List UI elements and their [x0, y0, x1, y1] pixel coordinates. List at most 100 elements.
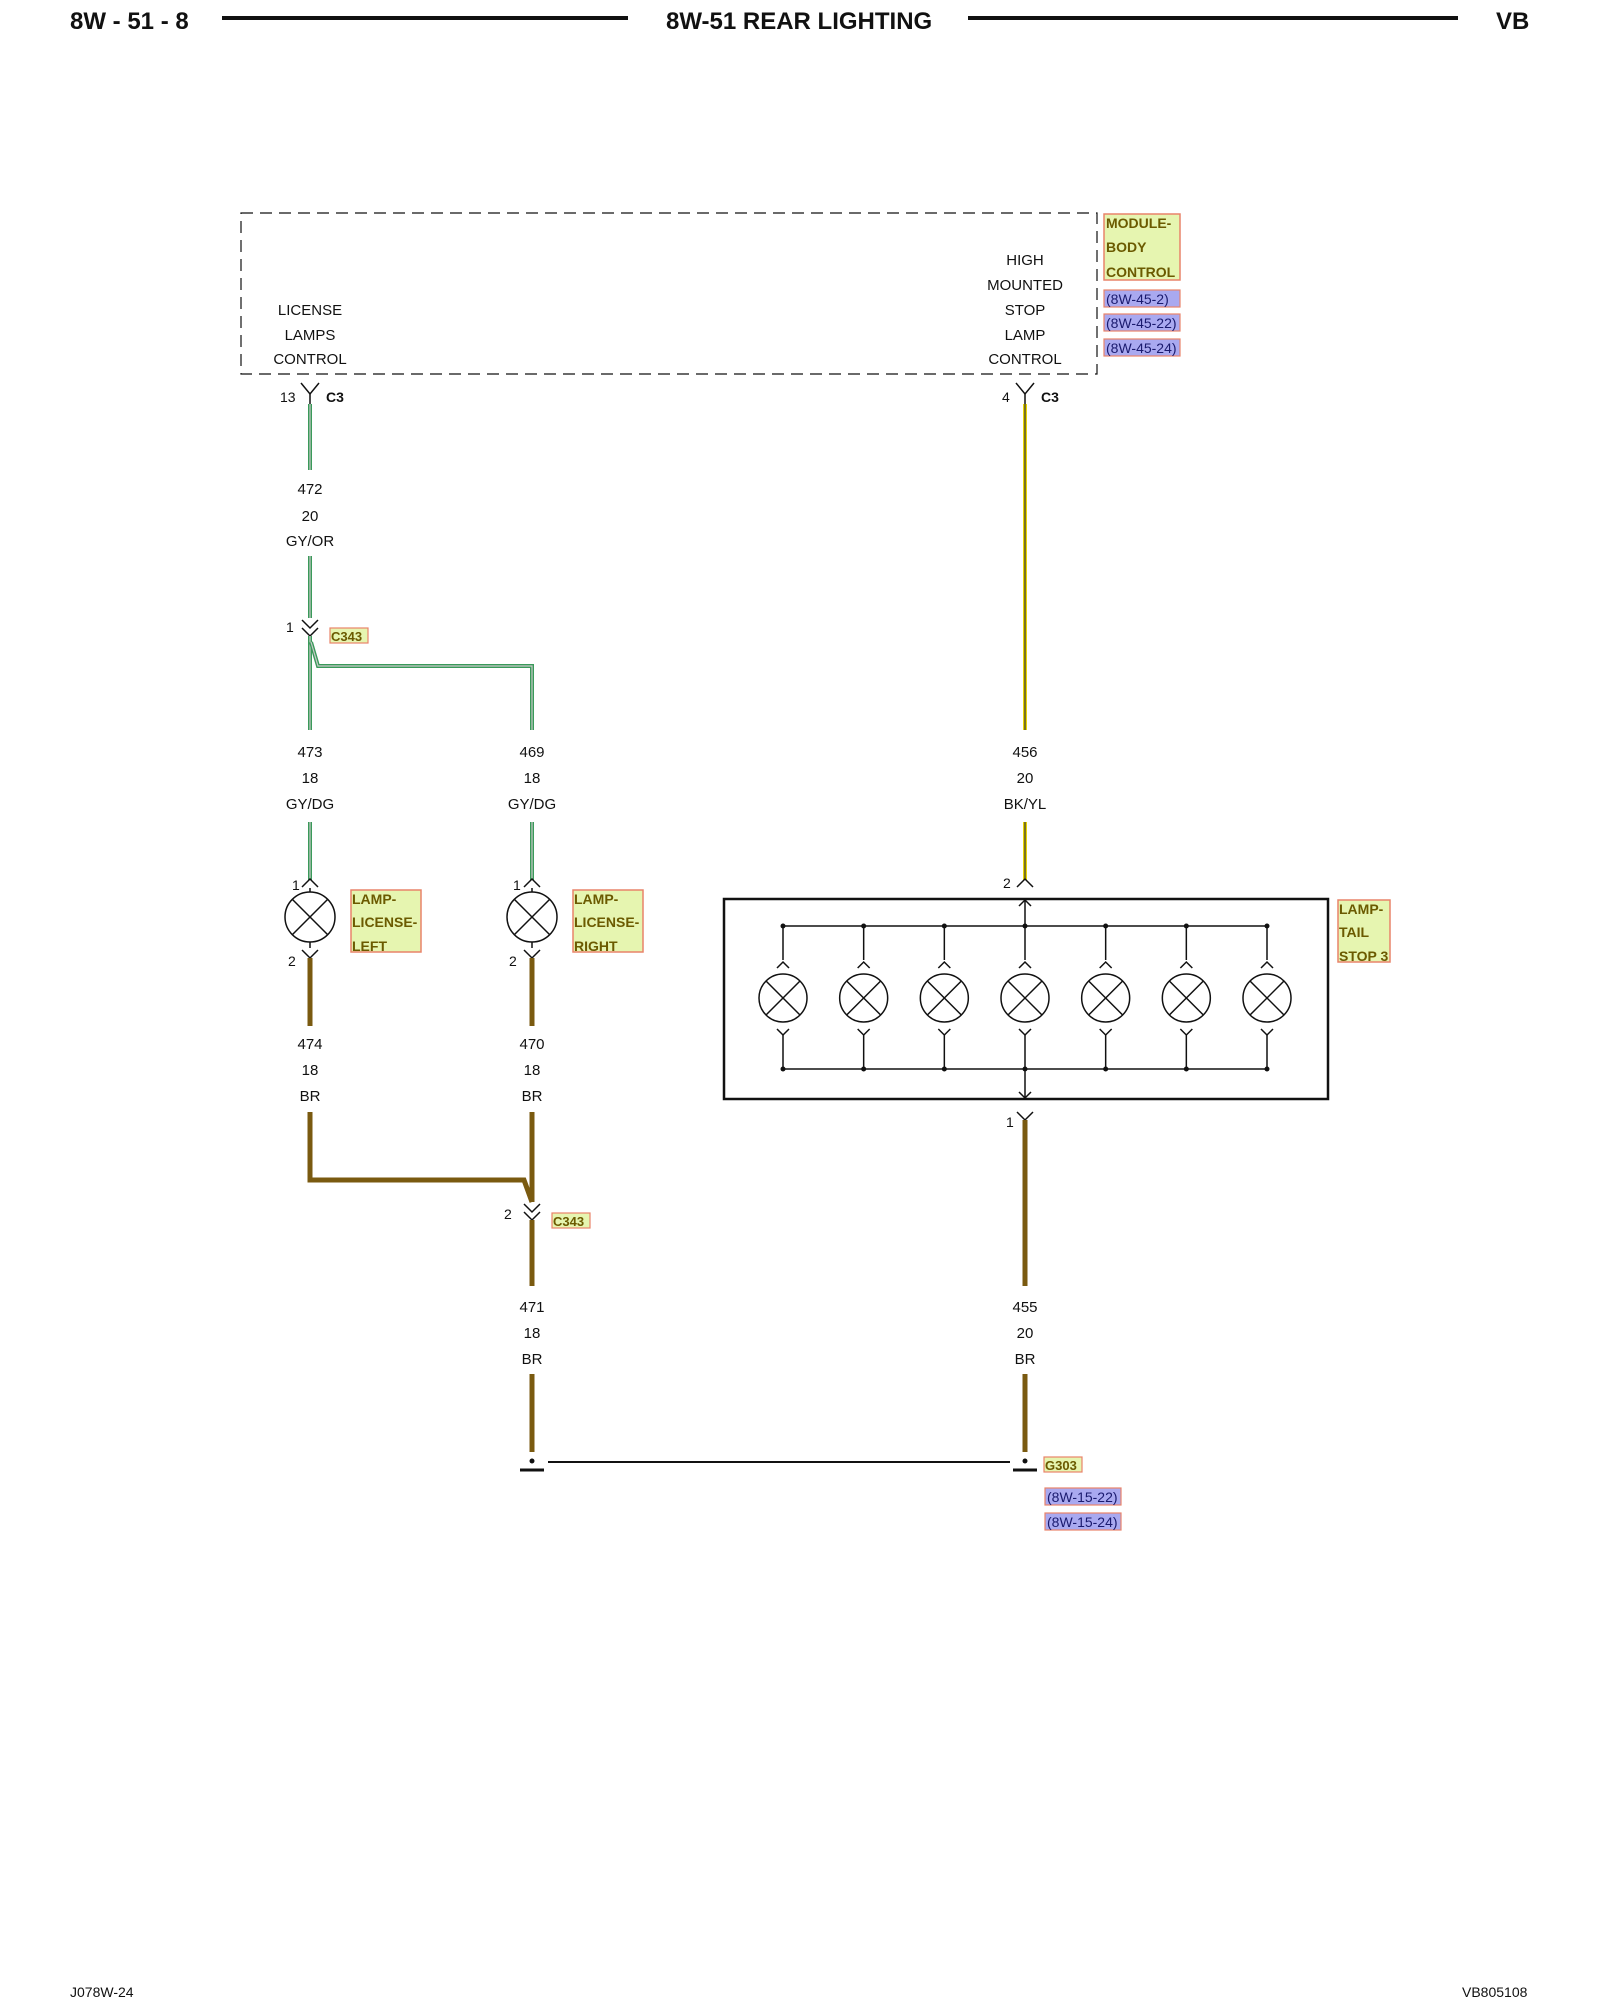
chmsl-bulb	[919, 923, 970, 1072]
module-left-function-label: LICENSE LAMPS CONTROL	[273, 302, 346, 368]
svg-text:STOP 3: STOP 3	[1339, 948, 1389, 964]
svg-text:474: 474	[297, 1036, 322, 1053]
chmsl-bulb	[1000, 923, 1050, 1072]
svg-text:18: 18	[524, 770, 541, 787]
svg-text:470: 470	[519, 1036, 544, 1053]
chmsl-bulb	[1080, 923, 1131, 1072]
wire-469-label: 469 18 GY/DG	[508, 744, 556, 813]
c343-top-connector: 1	[286, 619, 319, 638]
module-right-function-label: HIGH MOUNTED STOP LAMP CONTROL	[987, 252, 1063, 368]
svg-text:1: 1	[513, 877, 521, 893]
svg-text:MOUNTED: MOUNTED	[987, 277, 1063, 294]
lamp-license-left-tag: LAMP- LICENSE- LEFT	[350, 889, 422, 954]
c343-bottom-tag[interactable]: C343	[551, 1212, 591, 1229]
svg-text:LICENSE-: LICENSE-	[574, 914, 640, 930]
c343-top-tag[interactable]: C343	[329, 627, 369, 644]
svg-text:455: 455	[1012, 1299, 1037, 1316]
svg-text:GY/OR: GY/OR	[286, 533, 335, 550]
svg-text:20: 20	[302, 508, 319, 525]
svg-text:LAMP: LAMP	[1005, 327, 1046, 344]
vehicle-code: VB	[1496, 8, 1530, 35]
module-ref-8w-45-24[interactable]: (8W-45-24)	[1103, 338, 1181, 357]
wire-469	[309, 641, 534, 880]
svg-text:LEFT: LEFT	[352, 938, 387, 954]
wire-472-label: 472 20 GY/OR	[286, 481, 335, 550]
lamp-tail-stop-3-tag: LAMP- TAIL STOP 3	[1337, 899, 1391, 964]
svg-text:GY/DG: GY/DG	[508, 796, 556, 813]
svg-text:RIGHT: RIGHT	[574, 938, 618, 954]
wire-474	[307, 958, 535, 1203]
ground-ref-8w-15-24[interactable]: (8W-15-24)	[1044, 1512, 1122, 1531]
svg-text:STOP: STOP	[1005, 302, 1046, 319]
footer-left-code: J078W-24	[70, 1984, 134, 2000]
svg-text:2: 2	[504, 1206, 512, 1222]
svg-text:CONTROL: CONTROL	[988, 351, 1061, 368]
svg-text:C3: C3	[1041, 389, 1059, 405]
svg-text:LICENSE-: LICENSE-	[352, 914, 418, 930]
svg-text:HIGH: HIGH	[1006, 252, 1044, 269]
svg-text:G303: G303	[1045, 1458, 1077, 1473]
svg-text:2: 2	[288, 953, 296, 969]
svg-text:CONTROL: CONTROL	[273, 351, 346, 368]
svg-text:GY/DG: GY/DG	[286, 796, 334, 813]
svg-text:MODULE-: MODULE-	[1106, 215, 1172, 231]
svg-text:(8W-45-2): (8W-45-2)	[1106, 291, 1169, 307]
svg-text:(8W-15-24): (8W-15-24)	[1047, 1514, 1118, 1530]
wire-456-label: 456 20 BK/YL	[1004, 744, 1047, 813]
lamp-license-right-tag: LAMP- LICENSE- RIGHT	[572, 889, 644, 954]
svg-text:CONTROL: CONTROL	[1106, 264, 1176, 280]
svg-text:471: 471	[519, 1299, 544, 1316]
svg-text:18: 18	[302, 770, 319, 787]
chmsl-bulb	[838, 923, 889, 1072]
svg-text:LAMP-: LAMP-	[1339, 901, 1384, 917]
ground-ref-8w-15-22[interactable]: (8W-15-22)	[1044, 1487, 1122, 1506]
wire-474-label: 474 18 BR	[297, 1036, 322, 1105]
svg-text:C343: C343	[331, 629, 362, 644]
chmsl-bulb	[1242, 923, 1292, 1072]
svg-text:18: 18	[524, 1062, 541, 1079]
module-ref-8w-45-22[interactable]: (8W-45-22)	[1103, 313, 1181, 332]
module-ref-8w-45-2[interactable]: (8W-45-2)	[1103, 289, 1181, 308]
svg-text:473: 473	[297, 744, 322, 761]
c343-bottom-connector: 2	[504, 1203, 541, 1222]
svg-text:LAMP-: LAMP-	[574, 891, 619, 907]
svg-text:2: 2	[1003, 875, 1011, 891]
svg-text:BR: BR	[522, 1351, 543, 1368]
svg-text:1: 1	[1006, 1114, 1014, 1130]
svg-text:13: 13	[280, 389, 296, 405]
lamp-license-left: 1 2	[284, 877, 336, 969]
svg-text:C343: C343	[553, 1214, 584, 1229]
svg-text:456: 456	[1012, 744, 1037, 761]
svg-text:2: 2	[509, 953, 517, 969]
svg-text:TAIL: TAIL	[1339, 924, 1370, 940]
chmsl-bulb	[758, 923, 808, 1072]
svg-text:472: 472	[297, 481, 322, 498]
svg-text:(8W-45-24): (8W-45-24)	[1106, 340, 1177, 356]
c3-connector-pin-13: 13 C3	[280, 382, 344, 405]
lamp-license-right: 1 2	[506, 877, 558, 969]
ground-g303	[520, 1458, 1037, 1472]
wire-471-label: 471 18 BR	[519, 1299, 544, 1368]
ground-g303-tag: G303	[1043, 1456, 1083, 1473]
svg-text:LICENSE: LICENSE	[278, 302, 342, 319]
chmsl-bulb-array	[758, 923, 1292, 1072]
lamp-tail-stop-3-assembly: 2 1	[722, 875, 1330, 1130]
svg-text:BODY: BODY	[1106, 239, 1147, 255]
page-number: 8W - 51 - 8	[70, 8, 189, 35]
svg-text:BR: BR	[300, 1088, 321, 1105]
wire-455-label: 455 20 BR	[1012, 1299, 1037, 1368]
svg-text:(8W-45-22): (8W-45-22)	[1106, 315, 1177, 331]
svg-text:20: 20	[1017, 1325, 1034, 1342]
svg-text:469: 469	[519, 744, 544, 761]
svg-text:BR: BR	[522, 1088, 543, 1105]
body-control-module-outline	[240, 212, 1098, 375]
svg-text:1: 1	[292, 877, 300, 893]
wire-470-label: 470 18 BR	[519, 1036, 544, 1105]
c3-connector-pin-4: 4 C3	[1002, 382, 1059, 405]
svg-text:LAMPS: LAMPS	[285, 327, 336, 344]
wire-473-label: 473 18 GY/DG	[286, 744, 334, 813]
svg-text:18: 18	[524, 1325, 541, 1342]
svg-text:4: 4	[1002, 389, 1010, 405]
chmsl-bulb	[1161, 923, 1212, 1072]
